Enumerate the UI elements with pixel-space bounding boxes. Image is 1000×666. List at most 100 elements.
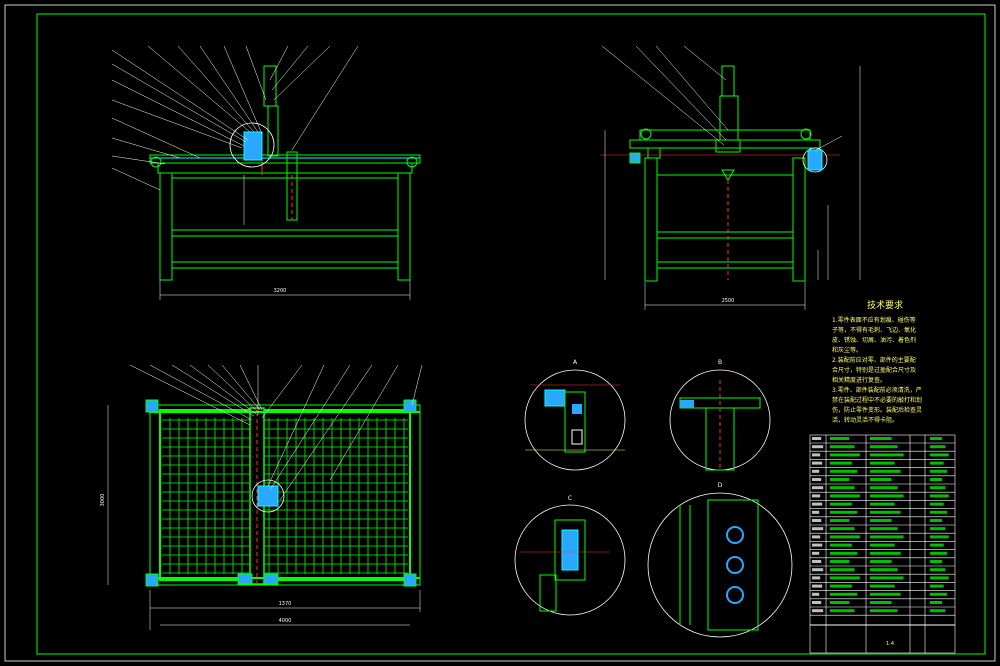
parts-list [809,434,956,654]
detail-a-label: A [573,359,578,366]
requirements-title: 技术要求 [867,299,903,311]
detail-c [514,504,626,616]
parts-list-entry [830,478,850,481]
parts-list-entry [830,609,855,613]
requirement-line: 合尺寸，特别是过盈配合尺寸及 [832,366,916,374]
parts-list-entry [870,584,895,588]
requirement-line: 皮、锈蚀、切屑、油污、着色剂 [832,336,916,344]
parts-list-entry [930,486,946,490]
requirement-line: 3.零件、部件装配前必须清洗，严 [832,386,922,394]
parts-list-entry [870,437,892,440]
parts-list-entry [830,560,850,563]
side-view [600,45,861,310]
parts-list-entry [812,437,822,440]
parts-list-entry [830,551,858,555]
parts-list-entry [870,478,892,481]
parts-list-text [812,437,949,613]
parts-list-entry [870,453,904,457]
parts-list-entry [930,560,942,563]
parts-list-entry [870,527,898,531]
parts-list-entry [930,609,946,613]
parts-list-entry [830,568,855,572]
parts-list-entry [830,535,860,539]
parts-list-entry [812,601,822,604]
parts-list-entry [830,445,855,449]
parts-list-entry [830,576,860,580]
parts-list-entry [930,437,942,440]
parts-list-entry [830,502,852,506]
parts-list-entry [812,576,821,580]
detail-d [647,492,793,638]
plan-inner-dimension: 1370 [279,601,292,607]
parts-list-entry [930,551,947,555]
parts-list-entry [830,461,852,465]
parts-list-entry [830,543,852,547]
parts-list-entry [830,486,855,490]
requirement-line: 伤，防止零件变形。装配后检查灵 [832,406,922,414]
detail-b-label: B [718,359,722,366]
parts-list-entry [930,568,946,572]
parts-list-entry [830,437,850,440]
parts-list-entry [870,551,901,555]
requirement-line: 和灰尘等。 [832,346,862,354]
parts-list-entry [870,560,892,563]
parts-list-entry [812,535,821,539]
requirements-list: 1.零件表面不应有划痕、碰伤等子等，不得有毛刺、飞边、氧化皮、锈蚀、切屑、油污、… [832,316,922,424]
parts-list-entry [930,510,947,514]
detail-c-label: C [568,495,572,502]
side-width-dimension: 2500 [722,298,735,304]
plan-view [107,364,423,630]
parts-list-entry [812,527,824,531]
parts-list-entry [930,584,944,588]
parts-list-entry [870,576,904,580]
parts-list-entry [812,543,823,547]
parts-list-entry [870,510,901,514]
parts-list-entry [930,527,946,531]
parts-list-entry [812,453,821,457]
parts-list-entry [830,510,858,514]
parts-list-entry [812,502,823,506]
requirement-line: 1.零件表面不应有划痕、碰伤等 [832,316,916,324]
parts-list-entry [930,519,942,522]
parts-list-entry [830,592,858,596]
title-block-scale: 1:4 [886,641,894,647]
parts-list-entry [812,478,822,481]
detail-b [669,369,771,471]
requirement-line: 相关精度进行复查。 [832,376,886,384]
detail-a [524,369,626,471]
parts-list-entry [830,494,860,498]
parts-list-entry [930,453,949,457]
parts-list-entry [812,560,822,563]
parts-list-entry [812,510,820,514]
parts-list-entry [870,609,898,613]
parts-list-entry [812,551,820,555]
sheet-inner-border [36,13,986,655]
parts-list-entry [930,478,942,481]
plan-height-dimension: 3000 [100,494,106,507]
detail-d-label: D [718,482,723,489]
parts-list-entry [830,584,852,588]
parts-list-entry [870,494,904,498]
parts-list-entry [812,609,824,613]
parts-list-entry [930,601,942,604]
parts-list-entry [870,461,895,465]
parts-list-entry [812,519,822,522]
parts-list-entry [812,592,820,596]
requirement-line: 2.装配前应对零、部件的主要配 [832,356,916,364]
parts-list-entry [870,568,898,572]
plan-outer-dimension: 4000 [279,618,292,624]
parts-list-entry [812,584,823,588]
parts-list-entry [812,469,820,473]
parts-list-entry [870,592,901,596]
parts-list-entry [830,601,850,604]
parts-list-entry [930,445,946,449]
parts-list-entry [830,519,850,522]
parts-list-entry [870,543,895,547]
parts-list-entry [812,494,821,498]
parts-list-entry [930,469,947,473]
parts-list-entry [830,453,860,457]
parts-list-entry [812,486,824,490]
parts-list-entry [930,535,949,539]
parts-list-entry [930,543,944,547]
requirement-line: 子等，不得有毛刺、飞边、氧化 [832,326,916,334]
